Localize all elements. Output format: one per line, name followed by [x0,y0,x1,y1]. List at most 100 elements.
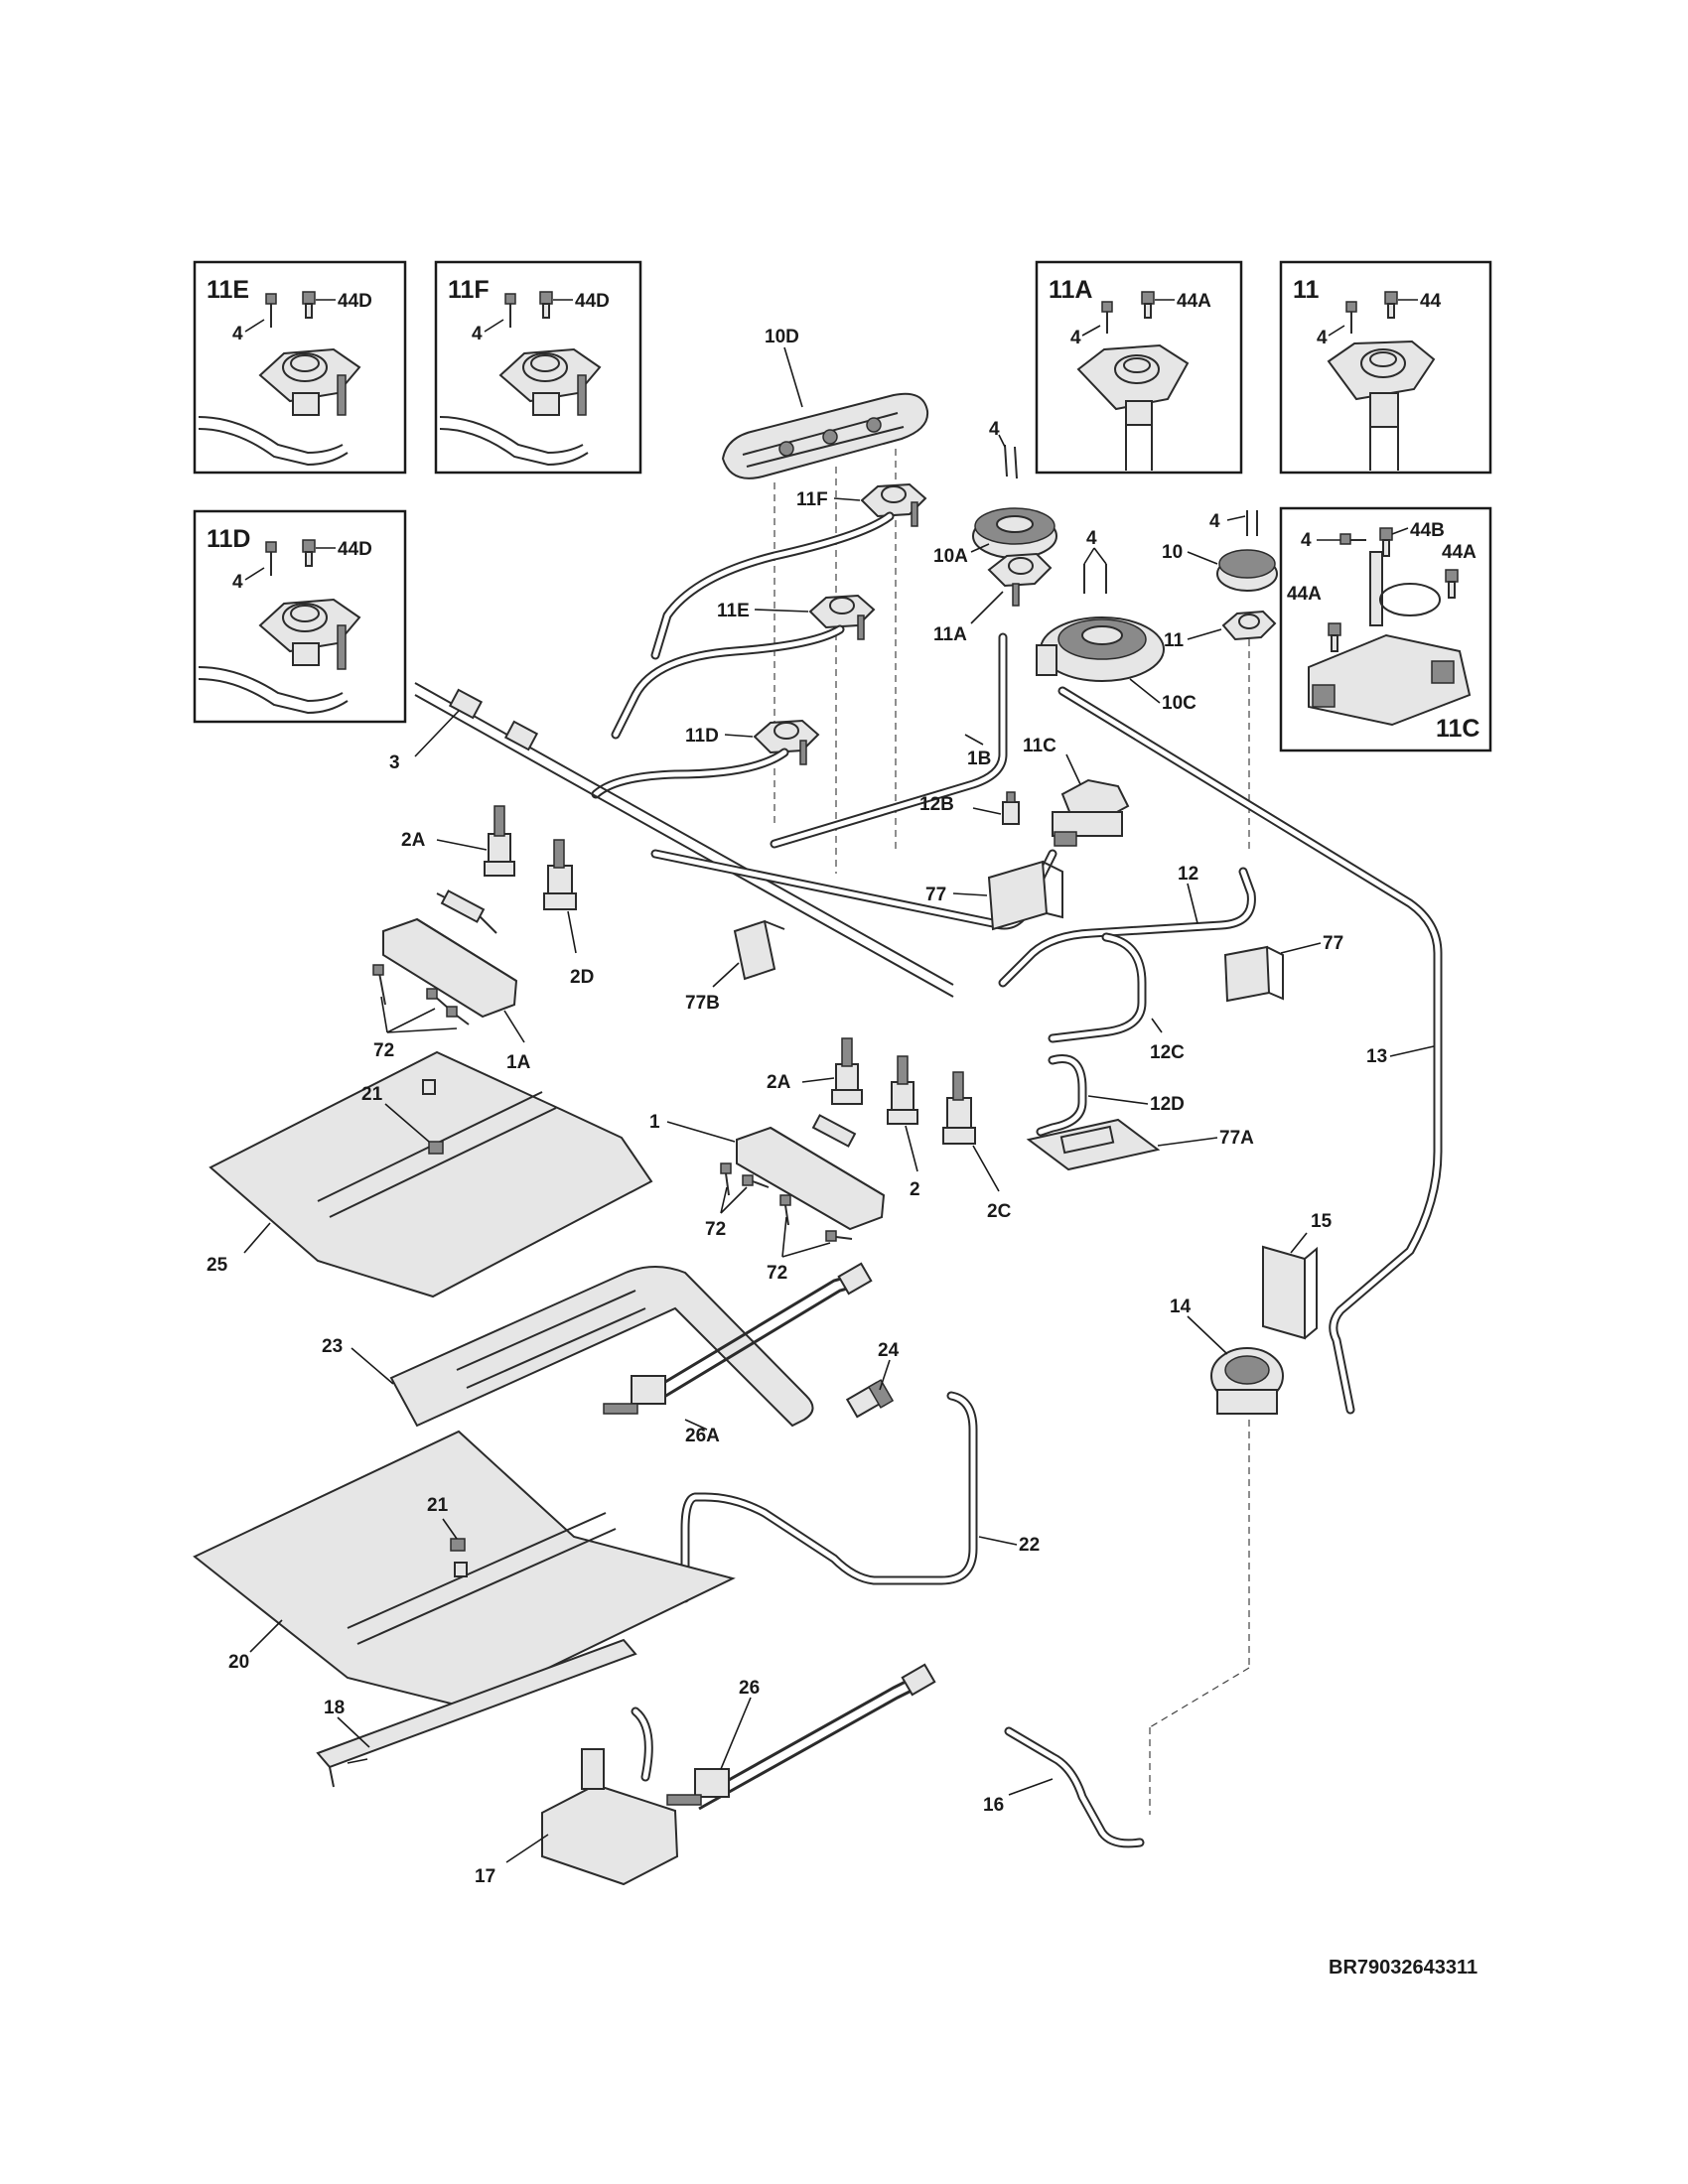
callout-22: 22 [1019,1535,1040,1556]
inset-11e-title: 11E [207,276,249,304]
callout-11: 11 [1164,630,1185,651]
inset-11-screw-label: 4 [1317,328,1328,348]
burner-cap-10 [1216,549,1278,592]
callout-3: 3 [389,752,400,773]
inset-11f-screw-label: 4 [472,324,483,344]
valve-2a-lower [831,1037,863,1105]
callout-10c: 10C [1162,693,1196,714]
callout-11f: 11F [796,489,828,510]
inset-11a-bolt-label: 44A [1177,291,1211,312]
inset-11c: 11C 4 44B 44A 44A [1279,506,1492,752]
inset-11f-bolt-label: 44D [575,291,610,312]
callout-10: 10 [1162,542,1183,563]
bolt-icon [1445,569,1459,599]
document-code: BR79032643311 [1329,1957,1477,1979]
callout-2c: 2C [987,1201,1012,1222]
screw-icon [1083,564,1107,594]
inset-11c-screw-label: 4 [1301,530,1312,551]
bolt-icon [302,539,316,567]
igniter-26 [666,1663,936,1811]
manifold-1 [736,1114,886,1231]
inset-11a: 11A 44A 4 [1035,260,1243,475]
bracket-77-right [1223,945,1284,1003]
burner-head-icon [1076,343,1190,426]
inset-11e: 11E 44D 4 [193,260,407,475]
burner-head-11 [1221,610,1277,641]
callout-4-mid: 4 [1086,528,1097,549]
heat-shield-20 [193,1430,736,1709]
callout-2a-upper: 2A [401,830,426,851]
callout-17: 17 [475,1866,495,1887]
inset-11a-title: 11A [1049,276,1092,304]
callout-13: 13 [1366,1046,1387,1067]
inset-11-title: 11 [1293,276,1320,304]
screw-icon [1246,510,1258,536]
callout-72-mid: 72 [705,1219,726,1240]
burner-head-11d [753,719,820,765]
screw-icon [1345,301,1357,334]
callout-11e: 11E [717,601,750,621]
callout-10d: 10D [765,327,799,347]
inset-11d: 11D 44D 4 [193,509,407,724]
burner-head-icon [1327,340,1436,428]
callout-4-right: 4 [1209,511,1220,532]
fitting-12b [1002,791,1020,825]
callout-1: 1 [649,1112,660,1133]
burner-head-icon [498,347,602,416]
bracket-77b [733,919,785,981]
inset-11c-title: 11C [1436,715,1479,743]
callout-25: 25 [207,1255,228,1276]
callout-20: 20 [228,1652,249,1673]
screw-icon [265,293,277,328]
pressure-regulator-14 [1210,1347,1284,1415]
callout-11c: 11C [1023,736,1056,756]
inset-11c-bolt-a-right-label: 44A [1442,542,1477,563]
callout-12: 12 [1178,864,1198,885]
screw-icon [504,293,516,328]
valve-body-icon [1308,551,1472,727]
callout-18: 18 [324,1698,345,1718]
nut-icon [450,1538,466,1552]
inset-11d-bolt-label: 44D [338,539,372,560]
inset-11: 11 44 4 [1279,260,1492,475]
bolt-icon [1141,291,1155,319]
inset-11c-bolt-a-left-label: 44A [1287,584,1322,605]
callout-24: 24 [878,1340,900,1361]
oven-burner-23 [389,1266,814,1428]
inset-11-bolt-label: 44 [1420,291,1442,312]
burner-cap-10a [972,507,1057,559]
bracket-15 [1262,1245,1318,1340]
burner-head-11c [1052,778,1130,847]
callout-2: 2 [910,1179,920,1200]
screw-icon [720,1162,853,1242]
callout-26a: 26A [685,1426,720,1446]
screw-icon [372,964,470,1025]
bolt-icon [1328,622,1341,652]
valve-2a-upper [484,805,515,877]
igniter-26a [603,1262,873,1415]
inset-11c-bolt-b-label: 44B [1410,520,1445,541]
callout-1a: 1A [506,1052,531,1073]
callout-10a: 10A [933,546,968,567]
inset-11d-title: 11D [207,525,250,553]
callout-23: 23 [322,1336,343,1357]
valve-2d [543,839,577,910]
burner-head-icon [258,347,361,416]
bolt-icon [1384,291,1398,319]
bracket-77a [1026,1118,1161,1171]
callout-77-right: 77 [1323,933,1343,954]
screw-icon [1101,301,1113,334]
bracket-77-left [987,860,1063,931]
callout-12d: 12D [1150,1094,1185,1115]
callout-11a: 11A [933,624,967,645]
inset-11f-title: 11F [448,276,490,304]
burner-head-11a [987,552,1053,607]
callout-72-upper: 72 [373,1040,394,1061]
burner-head-11f [860,482,927,527]
callout-15: 15 [1311,1211,1333,1232]
valve-2 [887,1055,918,1125]
callout-77-left: 77 [925,885,946,905]
burner-head-11e [808,594,876,640]
callout-77b: 77B [685,993,720,1014]
